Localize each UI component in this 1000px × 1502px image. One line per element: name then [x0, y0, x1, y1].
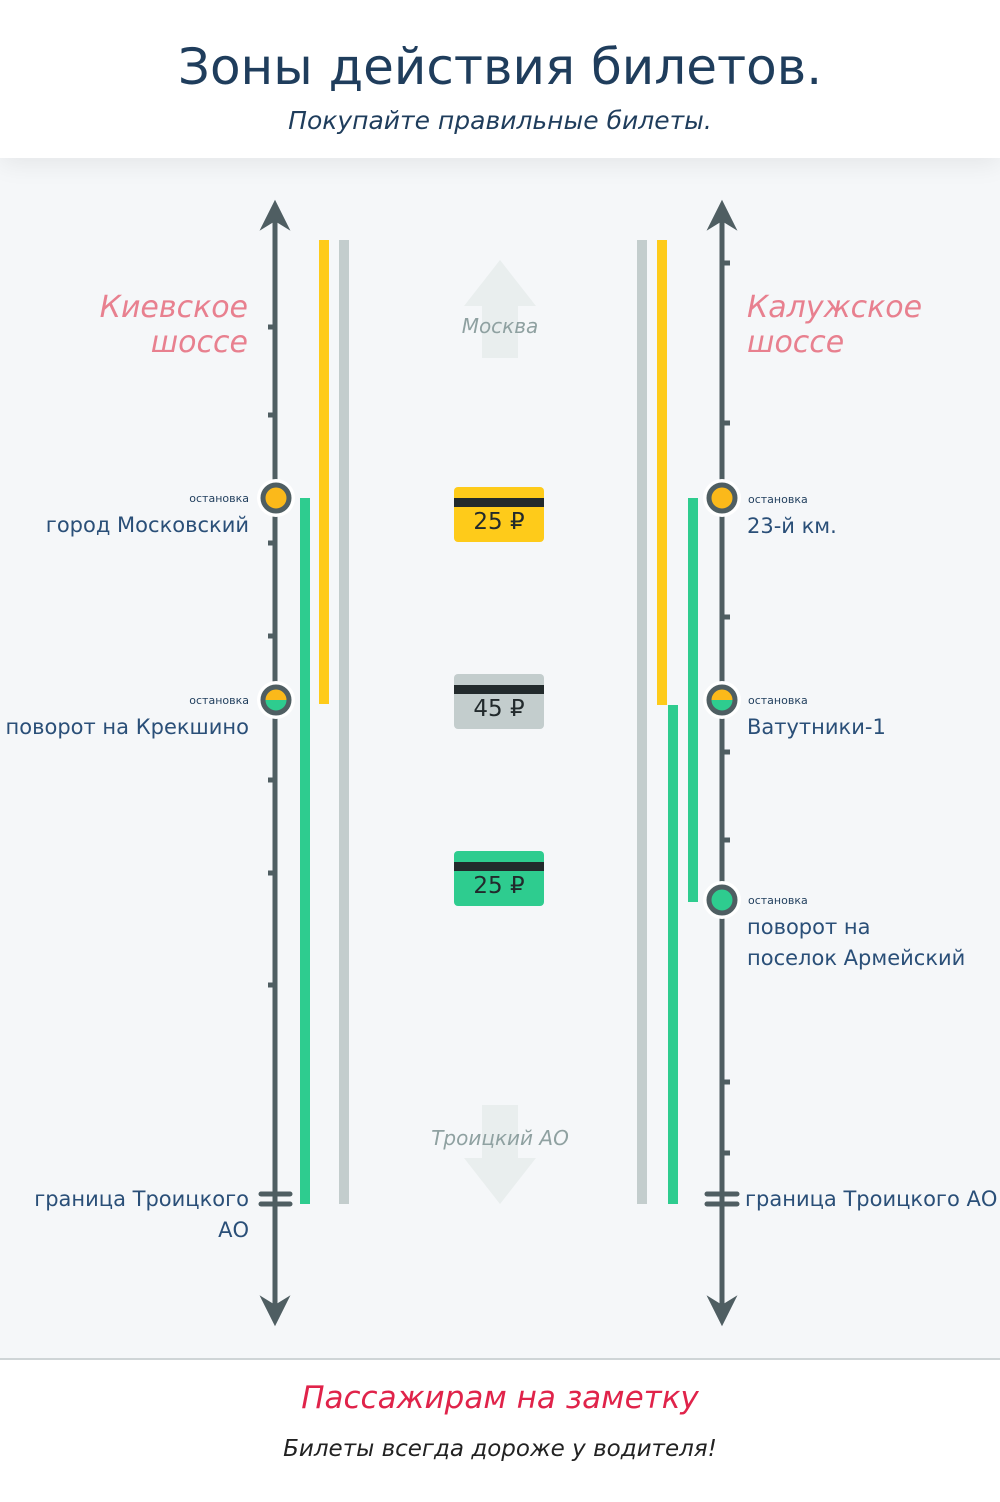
- left-border-marker: [258, 1191, 293, 1207]
- right-zone-bar-green-upper: [688, 498, 698, 902]
- arrow-up-moscow-icon: [464, 260, 536, 358]
- stop-caption: остановка: [748, 694, 808, 707]
- ticket-price: 25 ₽: [473, 509, 525, 535]
- stop-marker-yellow: [257, 479, 295, 517]
- stop-name: поворот на Крекшино: [5, 715, 249, 739]
- page-title: Зоны действия билетов.: [177, 38, 823, 96]
- stop-caption: остановка: [189, 492, 249, 505]
- stop-caption: остановка: [748, 493, 808, 506]
- page-subtitle: Покупайте правильные билеты.: [288, 106, 712, 135]
- road-name-right: Калужское шоссе: [747, 290, 923, 360]
- road-name-left: Киевское шоссе: [99, 290, 248, 360]
- stop-marker-yellow-green: [257, 681, 295, 719]
- ticket-stripe: [454, 498, 544, 507]
- left-road-line: [258, 199, 293, 1327]
- ticket-green: 25 ₽: [454, 851, 544, 906]
- stop-marker-yellow-green: [703, 681, 741, 719]
- footer-note: Пассажирам на заметку Билеты всегда доро…: [0, 1358, 1000, 1502]
- stop-name: Ватутники-1: [747, 715, 886, 739]
- direction-label-troitsk: Троицкий АО: [431, 1126, 569, 1150]
- right-road-line: [704, 199, 740, 1327]
- border-label-right: граница Троицкого АО: [745, 1187, 998, 1211]
- right-zone-bar-gray: [637, 240, 647, 1204]
- ticket-stripe: [454, 862, 544, 871]
- border-label-left: граница Троицкого АО: [34, 1187, 249, 1242]
- stop-marker-yellow: [703, 479, 741, 517]
- left-zone-bar-yellow: [319, 240, 329, 704]
- ticket-yellow: 25 ₽: [454, 487, 544, 542]
- stop-name: город Московский: [45, 513, 249, 537]
- ticket-price: 45 ₽: [473, 696, 525, 722]
- right-zone-bar-green-lower: [668, 705, 678, 1204]
- ticket-gray: 45 ₽: [454, 674, 544, 729]
- ticket-stripe: [454, 685, 544, 694]
- right-border-marker: [704, 1191, 740, 1207]
- stop-name: 23-й км.: [747, 514, 837, 538]
- direction-label-moscow: Москва: [461, 314, 539, 338]
- note-text: Билеты всегда дороже у водителя!: [283, 1436, 717, 1462]
- header: Зоны действия билетов. Покупайте правиль…: [0, 0, 1000, 158]
- left-zone-bar-green: [300, 498, 310, 1204]
- stop-caption: остановка: [189, 694, 249, 707]
- stop-caption: остановка: [748, 894, 808, 907]
- left-zone-bar-gray: [339, 240, 349, 1204]
- right-zone-bar-yellow: [657, 240, 667, 705]
- ticket-price: 25 ₽: [473, 873, 525, 899]
- arrow-down-troitsk-icon: [464, 1105, 536, 1204]
- note-title: Пассажирам на заметку: [301, 1380, 699, 1416]
- stop-marker-green: [703, 881, 741, 919]
- stop-name: поворот на поселок Армейский: [747, 915, 966, 970]
